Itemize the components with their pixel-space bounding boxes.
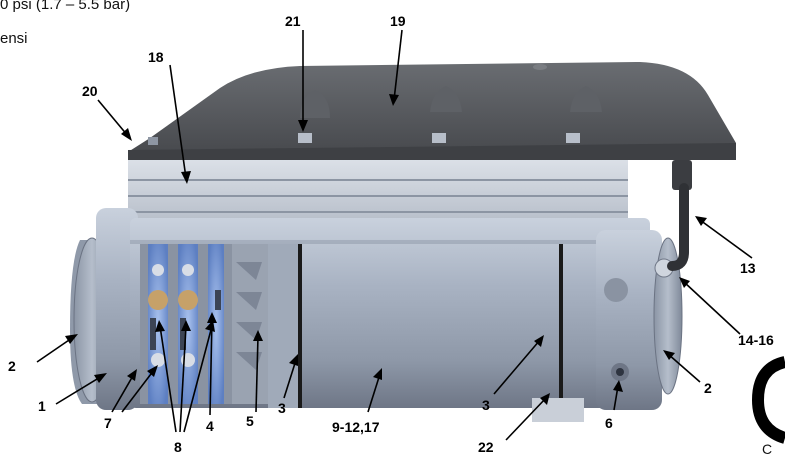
callout-8: 8: [174, 439, 182, 455]
certification-letter: C: [762, 441, 772, 456]
callout-20: 20: [82, 83, 98, 99]
callout-3-right: 3: [482, 397, 490, 413]
certification-mark: C: [751, 356, 785, 456]
callout-5: 5: [246, 413, 254, 429]
callout-2-left: 2: [8, 358, 16, 374]
pump-stages: [140, 244, 563, 408]
leader-arrows: [36, 29, 753, 441]
callout-9-12-17: 9-12,17: [332, 419, 380, 435]
callout-3-left: 3: [278, 400, 286, 416]
cable-gland: [667, 160, 692, 271]
callout-21: 21: [285, 13, 301, 29]
callout-22: 22: [478, 439, 494, 455]
callout-2-right: 2: [704, 380, 712, 396]
mounting-foot: [532, 398, 584, 422]
callout-1: 1: [38, 398, 46, 414]
pressure-range-text: 0 psi (1.7 – 5.5 bar): [0, 0, 131, 13]
left-end-cap: [70, 208, 138, 410]
callout-7: 7: [104, 415, 112, 431]
callout-4: 4: [206, 418, 214, 434]
callout-13: 13: [740, 260, 756, 276]
motor-cover: [128, 62, 736, 160]
callout-19: 19: [390, 13, 406, 29]
callout-14-16: 14-16: [738, 332, 774, 348]
callout-18: 18: [148, 49, 164, 65]
callout-6: 6: [605, 415, 613, 431]
right-end-cap: [596, 230, 683, 410]
word-fragment-text: ensi: [0, 30, 28, 47]
